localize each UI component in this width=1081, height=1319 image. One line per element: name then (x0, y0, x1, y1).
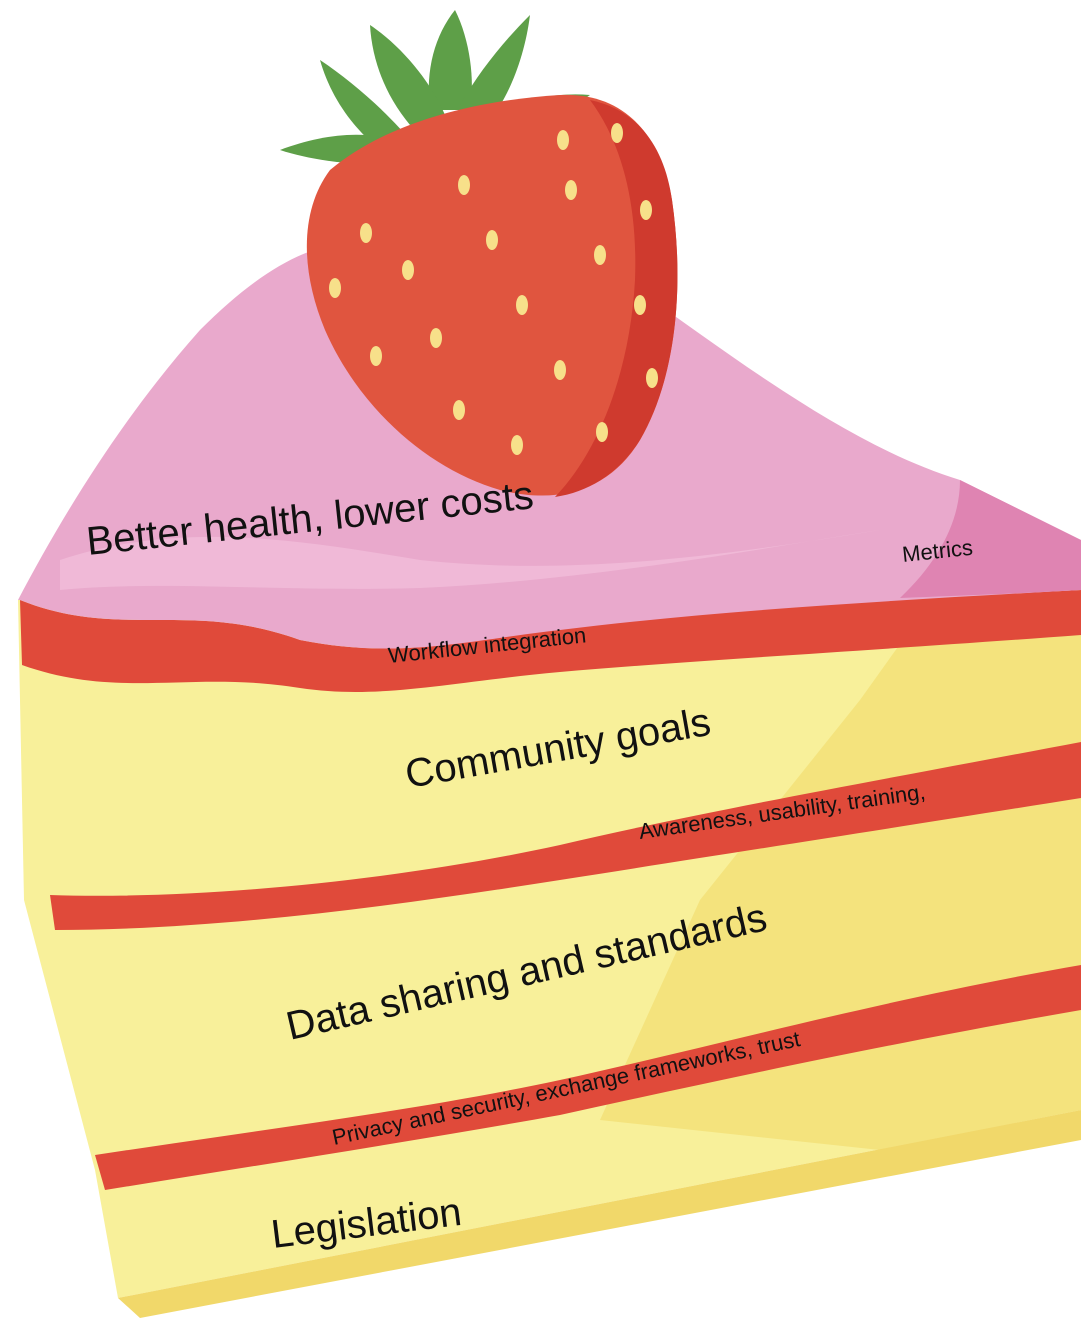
strawberry (306, 94, 678, 496)
jam-band-middle (50, 742, 1081, 930)
cake-bottom-edge (118, 1110, 1081, 1318)
strawberry-shade (555, 100, 678, 497)
jam-band-lower (95, 965, 1081, 1190)
frosting-shade (900, 480, 1081, 598)
frosting-highlight (60, 530, 880, 590)
jam-band-top (20, 590, 1081, 692)
strawberry-seeds (329, 123, 658, 455)
